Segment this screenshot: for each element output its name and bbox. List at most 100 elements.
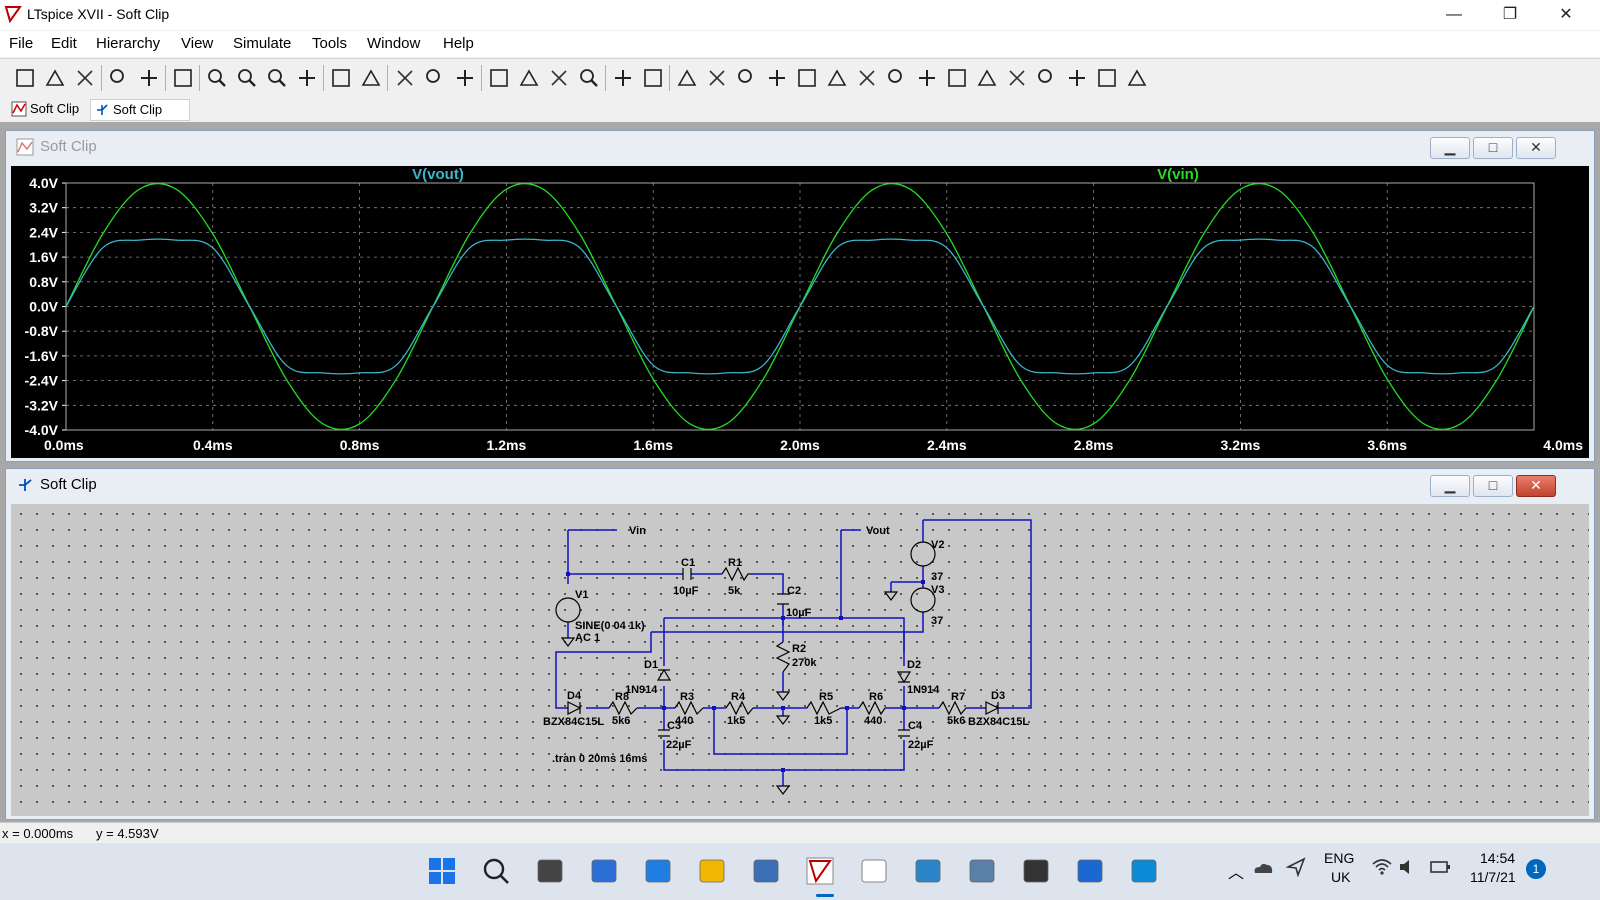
drag-icon[interactable] — [946, 67, 968, 89]
schematic-minimize-button[interactable]: ▁ — [1430, 475, 1470, 497]
undo-icon[interactable] — [976, 67, 998, 89]
label-v2: V2 — [931, 539, 944, 551]
waveform-maximize-button[interactable]: □ — [1473, 137, 1513, 159]
schematic-components — [555, 541, 1000, 795]
notepad-icon[interactable] — [858, 855, 890, 887]
label-d1-value: 1N914 — [625, 684, 658, 696]
menu-view[interactable]: View — [181, 35, 214, 52]
menu-file[interactable]: File — [9, 35, 34, 52]
waveform-minimize-button[interactable]: ▁ — [1430, 137, 1470, 159]
ground-icon[interactable] — [706, 67, 728, 89]
spice-directive[interactable]: .tran 0 20ms 16ms — [552, 753, 647, 765]
menu-help[interactable]: Help — [443, 35, 474, 52]
label-c3-value: 22µF — [666, 739, 692, 751]
wifi-icon[interactable] — [1372, 858, 1392, 876]
close-button[interactable]: ✕ — [1559, 6, 1573, 23]
capacitor-icon[interactable] — [796, 67, 818, 89]
y-tick-label: -0.8V — [25, 323, 59, 339]
cascade-icon[interactable] — [424, 67, 446, 89]
schematic-icon — [97, 104, 108, 115]
zoom-in-icon[interactable] — [206, 67, 228, 89]
location-icon[interactable] — [1286, 857, 1306, 877]
waveform-icon — [11, 101, 27, 117]
waveform-window-title: Soft Clip — [40, 138, 97, 155]
legend-label[interactable]: V(vout) — [412, 166, 464, 183]
notification-badge[interactable]: 1 — [1526, 859, 1546, 879]
schematic-canvas[interactable]: Vin Vout V1 SINE(0 04 1k) AC 1 C1 10µF R… — [11, 504, 1589, 816]
waveform-chart[interactable]: 4.0V3.2V2.4V1.6V0.8V0.0V-0.8V-1.6V-2.4V-… — [11, 166, 1589, 458]
minimize-button[interactable]: — — [1446, 6, 1462, 23]
cut-icon[interactable] — [488, 67, 510, 89]
search-icon[interactable] — [480, 855, 512, 887]
windows-start-icon[interactable] — [426, 855, 458, 887]
halt-icon[interactable] — [138, 67, 160, 89]
diode-icon[interactable] — [856, 67, 878, 89]
menu-window[interactable]: Window — [367, 35, 421, 52]
notes-icon[interactable] — [912, 855, 944, 887]
tab-waveform[interactable]: Soft Clip — [8, 99, 104, 119]
tab-schematic[interactable]: Soft Clip — [90, 99, 190, 121]
find-icon[interactable] — [578, 67, 600, 89]
bank-icon[interactable] — [750, 855, 782, 887]
zoom-full-icon[interactable] — [236, 67, 258, 89]
save-icon[interactable] — [74, 67, 96, 89]
waveform-window-titlebar[interactable]: Soft Clip ▁ □ ✕ — [6, 131, 1594, 161]
edge-icon[interactable] — [1128, 855, 1160, 887]
print-setup-icon[interactable] — [612, 67, 634, 89]
mirror-icon[interactable] — [1066, 67, 1088, 89]
schematic-window-titlebar[interactable]: Soft Clip ▁ □ ✕ — [6, 469, 1594, 499]
print-icon[interactable] — [642, 67, 664, 89]
language-region[interactable]: UK — [1331, 869, 1351, 885]
menu-tools[interactable]: Tools — [312, 35, 348, 52]
autorange-icon[interactable] — [330, 67, 352, 89]
paste-icon[interactable] — [548, 67, 570, 89]
wire-icon[interactable] — [676, 67, 698, 89]
clock-date[interactable]: 11/7/21 — [1470, 869, 1516, 885]
menu-hierarchy[interactable]: Hierarchy — [96, 35, 161, 52]
move-icon[interactable] — [916, 67, 938, 89]
plot-settings-icon[interactable] — [360, 67, 382, 89]
resistor-icon[interactable] — [766, 67, 788, 89]
label-net-icon[interactable] — [736, 67, 758, 89]
battery-icon[interactable] — [1430, 858, 1452, 876]
redo-icon[interactable] — [1006, 67, 1028, 89]
show-hidden-icons-icon[interactable]: ︿ — [1228, 865, 1245, 882]
maximize-button[interactable]: ❐ — [1502, 6, 1518, 23]
edge-sync-icon[interactable] — [642, 855, 674, 887]
tile-horizontal-icon[interactable] — [394, 67, 416, 89]
menu-simulate[interactable]: Simulate — [233, 35, 292, 52]
inductor-icon[interactable] — [826, 67, 848, 89]
volume-icon[interactable] — [1398, 858, 1418, 876]
pan-icon[interactable] — [172, 67, 194, 89]
text-icon[interactable] — [1096, 67, 1118, 89]
open-icon[interactable] — [44, 67, 66, 89]
waveform-close-button[interactable]: ✕ — [1516, 137, 1556, 159]
component-icon[interactable] — [886, 67, 908, 89]
clock-time[interactable]: 14:54 — [1480, 850, 1516, 866]
rotate-icon[interactable] — [1036, 67, 1058, 89]
menu-edit[interactable]: Edit — [51, 35, 77, 52]
calculator-icon[interactable] — [966, 855, 998, 887]
run-icon[interactable] — [14, 67, 36, 89]
spice-directive-icon[interactable] — [1126, 67, 1148, 89]
zoom-out-icon[interactable] — [266, 67, 288, 89]
control-panel-icon[interactable] — [108, 67, 130, 89]
language-code[interactable]: ENG — [1324, 850, 1355, 866]
tile-vertical-icon[interactable] — [454, 67, 476, 89]
mail-icon[interactable] — [1074, 855, 1106, 887]
zoom-cancel-icon[interactable] — [296, 67, 318, 89]
schematic-maximize-button[interactable]: □ — [1473, 475, 1513, 497]
onedrive-icon[interactable] — [1252, 859, 1274, 877]
ltspice-icon[interactable] — [804, 855, 836, 887]
task-view-icon[interactable] — [534, 855, 566, 887]
file-explorer-icon[interactable] — [696, 855, 728, 887]
snipping-tool-icon[interactable] — [1020, 855, 1052, 887]
widgets-icon[interactable] — [588, 855, 620, 887]
copy-icon[interactable] — [518, 67, 540, 89]
label-v1-ac: AC 1 — [575, 632, 600, 644]
schematic-close-button[interactable]: ✕ — [1516, 475, 1556, 497]
legend-label[interactable]: V(vin) — [1157, 166, 1199, 183]
toolbar — [0, 58, 1600, 98]
schematic-drawing[interactable]: Vin Vout V1 SINE(0 04 1k) AC 1 C1 10µF R… — [11, 504, 1589, 816]
